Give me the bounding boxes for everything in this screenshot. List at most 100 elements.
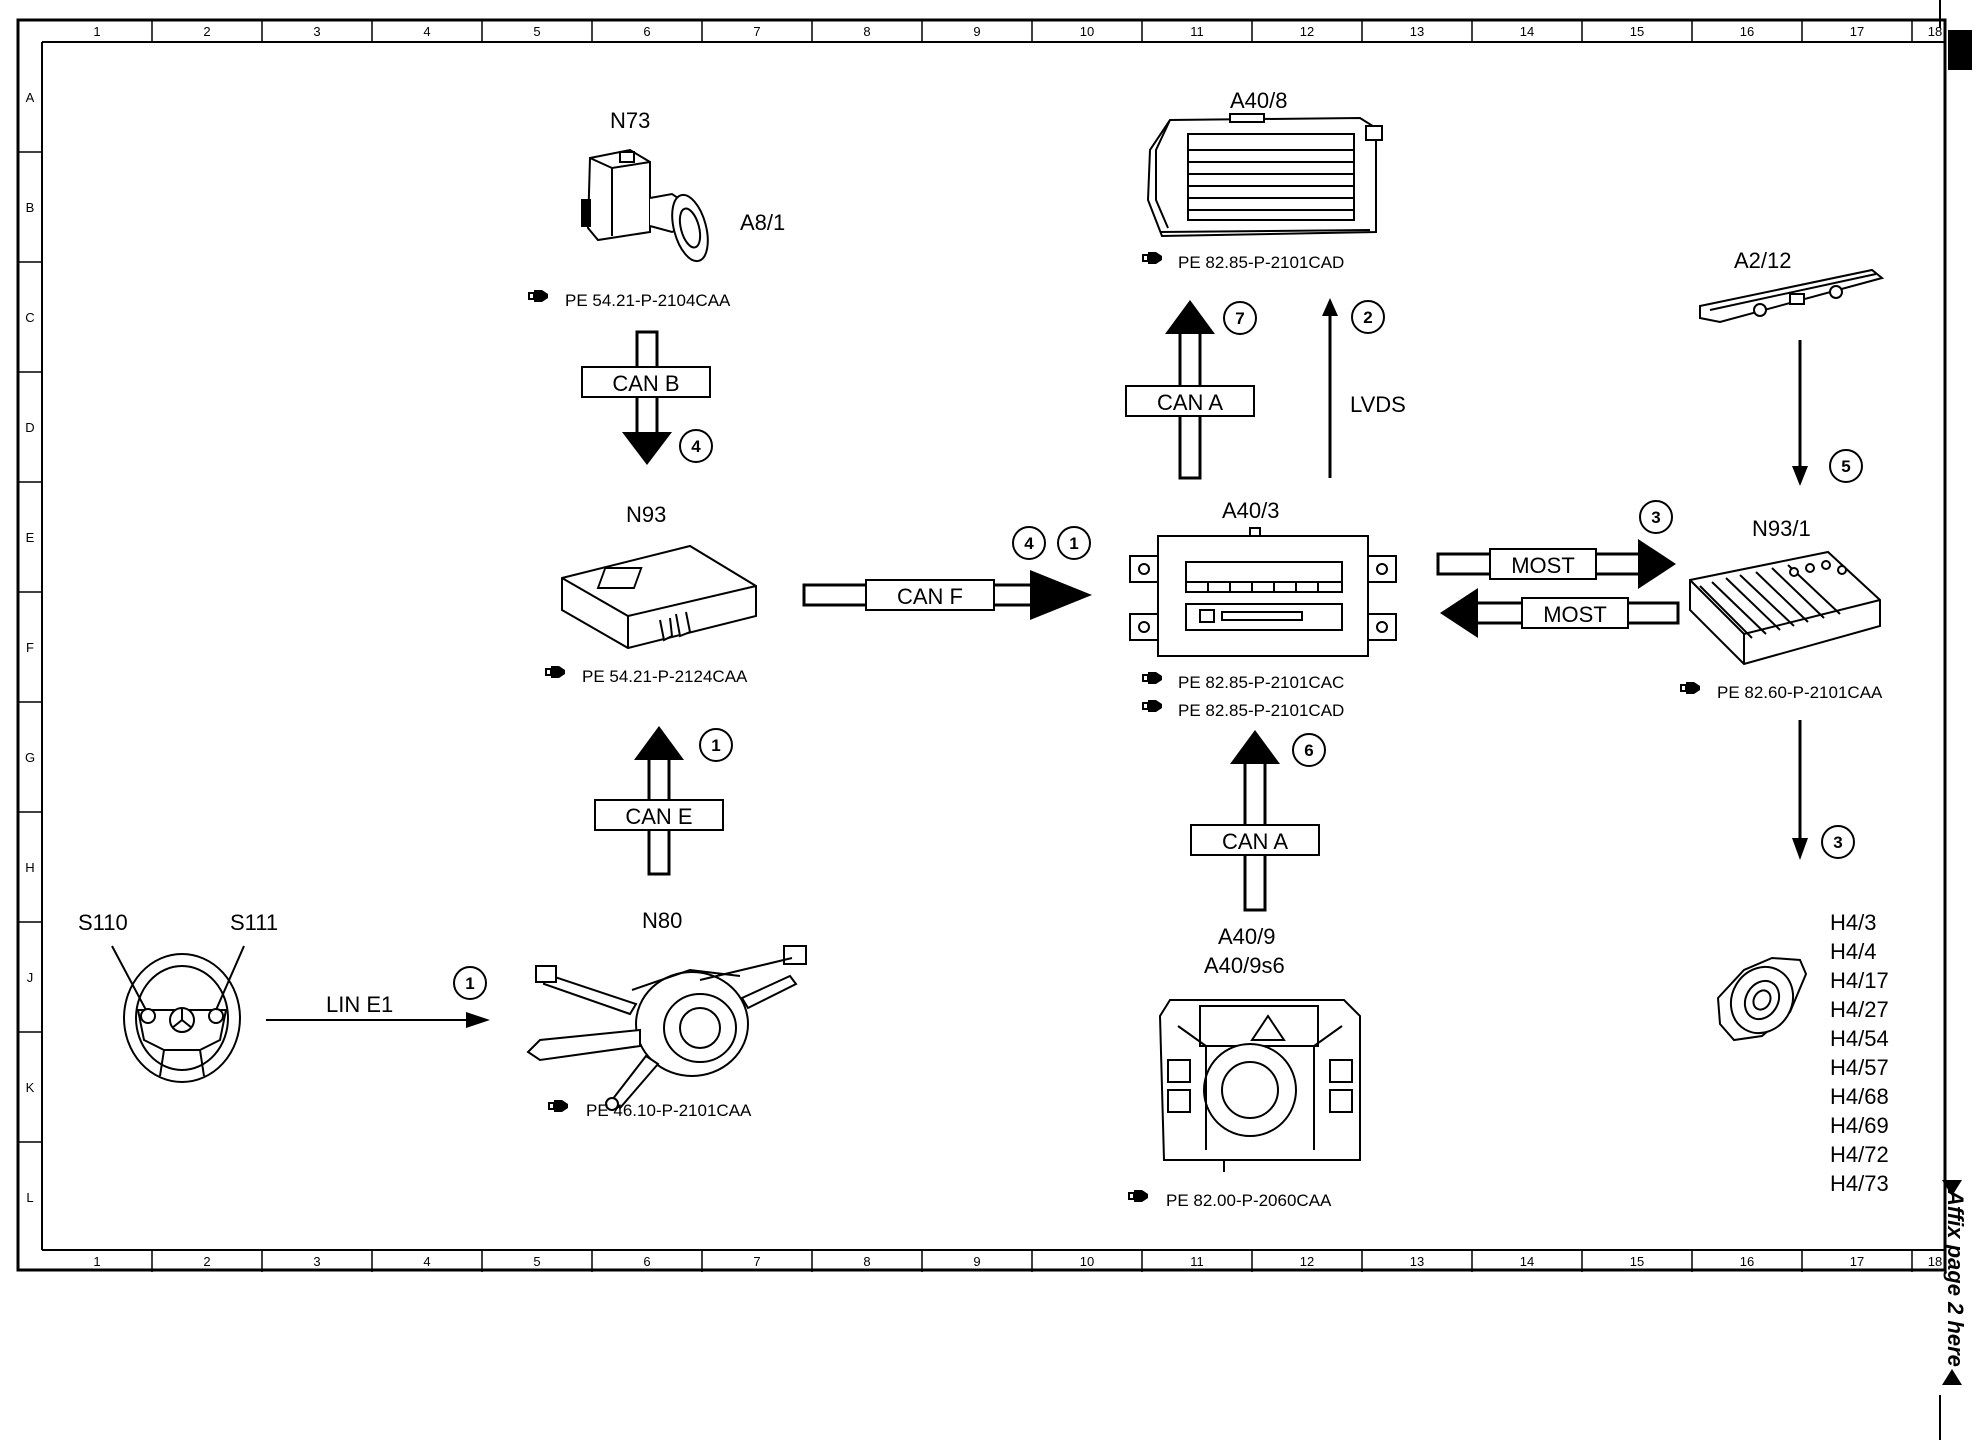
control-unit-n93-icon [561, 544, 757, 650]
grid-column-label: 10 [1080, 24, 1094, 39]
grid-column-label: 8 [863, 1254, 870, 1269]
n93-1-arrow-head [1792, 838, 1808, 860]
antenna-module-a2-12-icon [1699, 268, 1885, 324]
amplifier-n93-1-icon [1689, 550, 1881, 666]
grid-row-label: B [26, 200, 35, 215]
step-marker [1639, 500, 1673, 534]
speaker-icon [1716, 956, 1808, 1042]
grid-row-label: G [25, 750, 35, 765]
grid-row-label: A [26, 90, 35, 105]
speaker-label: H4/27 [1830, 997, 1889, 1022]
step-2: 2 [1363, 308, 1372, 327]
label-a2-12: A2/12 [1734, 248, 1792, 273]
label-s111: S111 [230, 910, 278, 935]
grid-row-label: J [27, 970, 34, 985]
lvds-arrow [1322, 298, 1338, 478]
grid-column-label: 5 [533, 1254, 540, 1269]
ref-a40-3-a: PE 82.85-P-2101CAC [1178, 673, 1344, 692]
ref-n80: PE 46.10-P-2101CAA [586, 1101, 752, 1120]
speaker-label: H4/3 [1830, 910, 1876, 935]
grid-column-label: 14 [1520, 24, 1534, 39]
bus-lin-e1: LIN E1 [326, 992, 393, 1017]
grid-column-label: 6 [643, 1254, 650, 1269]
can-e-arrow [594, 726, 724, 876]
step-6: 6 [1304, 741, 1313, 760]
reference-icon [1142, 252, 1162, 264]
step-4-can-f: 4 [1024, 534, 1034, 553]
step-marker [699, 728, 733, 762]
grid-column-label: 12 [1300, 1254, 1314, 1269]
grid-column-label: 6 [643, 24, 650, 39]
grid-column-label: 5 [533, 24, 540, 39]
grid-row-label: F [26, 640, 34, 655]
step-5: 5 [1841, 457, 1850, 476]
control-panel-a40-9-icon [1158, 999, 1361, 1172]
grid-column-label: 4 [423, 1254, 430, 1269]
grid-column-label: 13 [1410, 24, 1424, 39]
speaker-list: H4/3H4/4H4/17H4/27H4/54H4/57H4/68H4/69H4… [1830, 910, 1889, 1196]
head-unit-a40-3-icon [1129, 527, 1397, 657]
grid-column-label: 16 [1740, 24, 1754, 39]
bus-most-left: MOST [1543, 602, 1607, 627]
grid-column-label: 2 [203, 1254, 210, 1269]
label-a8-1: A8/1 [740, 210, 785, 235]
step-7: 7 [1235, 309, 1244, 328]
label-n73: N73 [610, 108, 650, 133]
label-a40-9s6: A40/9s6 [1204, 953, 1285, 978]
lin-e1-arrow-head [466, 1012, 490, 1028]
grid-row-label: E [26, 530, 35, 545]
label-a40-8: A40/8 [1230, 88, 1288, 113]
bus-can-e: CAN E [625, 804, 692, 829]
steering-column-module-n80-icon [526, 945, 807, 1111]
display-a40-8-icon [1146, 113, 1383, 238]
grid-column-label: 15 [1630, 24, 1644, 39]
label-a40-3: A40/3 [1222, 498, 1280, 523]
can-a-bottom-arrow [1190, 730, 1320, 912]
ref-a40-9: PE 82.00-P-2060CAA [1166, 1191, 1332, 1210]
speaker-label: H4/17 [1830, 968, 1889, 993]
side-note-arrow-top [1942, 1180, 1962, 1196]
ref-a40-8: PE 82.85-P-2101CAD [1178, 253, 1344, 272]
step-marker [1012, 526, 1046, 560]
grid-row-label: D [25, 420, 34, 435]
side-note-arrow-bottom [1942, 1369, 1962, 1385]
ignition-switch-icon [581, 148, 709, 263]
side-note: Affix page 2 here [1943, 1189, 1968, 1367]
grid-column-label: 11 [1190, 24, 1204, 39]
ref-a40-3-b: PE 82.85-P-2101CAD [1178, 701, 1344, 720]
speaker-label: H4/69 [1830, 1113, 1889, 1138]
step-1-can-f: 1 [1069, 534, 1078, 553]
bus-most-right: MOST [1511, 553, 1575, 578]
reference-icon [1128, 1190, 1148, 1202]
speaker-label: H4/72 [1830, 1142, 1889, 1167]
grid-column-label: 4 [423, 24, 430, 39]
speaker-label: H4/54 [1830, 1026, 1889, 1051]
reference-icon [1142, 672, 1162, 684]
grid-column-label: 10 [1080, 1254, 1094, 1269]
ref-n93-1: PE 82.60-P-2101CAA [1717, 683, 1883, 702]
speaker-label: H4/68 [1830, 1084, 1889, 1109]
grid-row-label: C [25, 310, 34, 325]
speaker-label: H4/4 [1830, 939, 1876, 964]
reference-icon [1142, 700, 1162, 712]
bus-can-f: CAN F [897, 584, 963, 609]
grid-column-label: 7 [753, 1254, 760, 1269]
most-right-arrow [1436, 539, 1676, 589]
grid-column-label: 2 [203, 24, 210, 39]
grid-column-label: 3 [313, 1254, 320, 1269]
steering-wheel-icon [111, 945, 245, 1083]
grid-column-label: 14 [1520, 1254, 1534, 1269]
corner-marker [1948, 30, 1972, 70]
reference-icon [1680, 682, 1700, 694]
most-left-arrow [1440, 588, 1680, 638]
reference-icon [548, 1100, 568, 1112]
label-n80: N80 [642, 908, 682, 933]
step-marker [1057, 526, 1091, 560]
can-f-arrow [802, 570, 1092, 620]
grid-row-label: K [26, 1080, 35, 1095]
grid-column-label: 8 [863, 24, 870, 39]
